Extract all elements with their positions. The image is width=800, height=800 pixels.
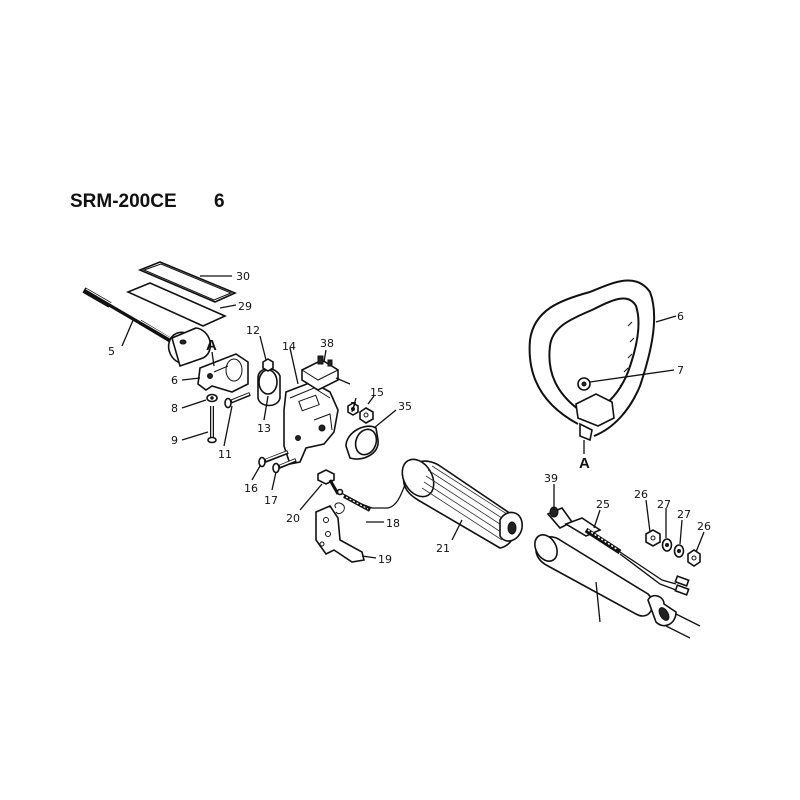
main-tube [534, 534, 701, 639]
model-title: SRM-200CE [70, 191, 177, 212]
callout-7-right: 7 [677, 364, 684, 377]
part-13-clamp-ring [257, 367, 281, 407]
part-21-grip [401, 458, 523, 549]
part-25-wire-harness [564, 517, 690, 596]
shaft-sleeve [167, 327, 212, 368]
callout-19: 19 [378, 553, 392, 566]
callout-25: 25 [596, 498, 610, 511]
part-12-nut [262, 358, 274, 372]
part-27-washer-a [661, 538, 673, 552]
part-35-ring [345, 425, 379, 460]
part-14-throttle-housing [283, 381, 339, 465]
part-29-decal [125, 282, 227, 327]
callout-12: 12 [246, 324, 260, 337]
callout-26-b: 26 [697, 520, 711, 533]
callout-18: 18 [386, 517, 400, 530]
part-30-decal [137, 261, 238, 303]
part-20-pin [317, 469, 340, 495]
callout-11: 11 [218, 448, 232, 461]
part-27-washer-b [673, 544, 685, 558]
callout-27-a: 27 [657, 498, 671, 511]
callout-6-left: 6 [171, 374, 178, 387]
part-6-loop-handle [528, 279, 656, 442]
callout-8: 8 [171, 402, 178, 415]
callout-38: 38 [320, 337, 334, 350]
callout-29: 29 [238, 300, 252, 313]
reference-mark-a-left: A [206, 337, 217, 354]
part-8-washer [206, 393, 218, 403]
callout-20: 20 [286, 512, 300, 525]
part-9-bolt [207, 406, 217, 444]
part-11-screw [224, 392, 251, 409]
callout-26-a: 26 [634, 488, 648, 501]
part-26-nut-b [687, 549, 701, 567]
callout-7-left: 7 [350, 400, 357, 413]
callout-17: 17 [264, 494, 278, 507]
part-6-clamp-left [197, 353, 249, 393]
part-15-collar [359, 407, 374, 424]
part-19-throttle-lever [315, 505, 365, 563]
part-18-throttle-cable [334, 481, 407, 515]
part-5-drive-shaft [82, 287, 172, 343]
callout-9: 9 [171, 434, 178, 447]
callout-labels: 30 29 5 12 14 38 6 8 9 11 13 7 15 35 16 … [108, 270, 711, 566]
callout-13: 13 [257, 422, 271, 435]
callout-15: 15 [370, 386, 384, 399]
callout-14: 14 [282, 340, 296, 353]
callout-21: 21 [436, 542, 450, 555]
part-26-nut-a [645, 529, 661, 547]
callout-30: 30 [236, 270, 250, 283]
part-17-screw [272, 458, 297, 474]
callout-6-right: 6 [677, 310, 684, 323]
reference-mark-a-right: A [579, 455, 590, 472]
part-38-switch [301, 355, 351, 391]
leader-lines [121, 275, 705, 623]
callout-39: 39 [544, 472, 558, 485]
figure-number: 6 [214, 191, 225, 212]
callout-27-b: 27 [677, 508, 691, 521]
callout-5: 5 [108, 345, 115, 358]
part-16-screw [258, 450, 289, 468]
callout-35: 35 [398, 400, 412, 413]
callout-16: 16 [244, 482, 258, 495]
